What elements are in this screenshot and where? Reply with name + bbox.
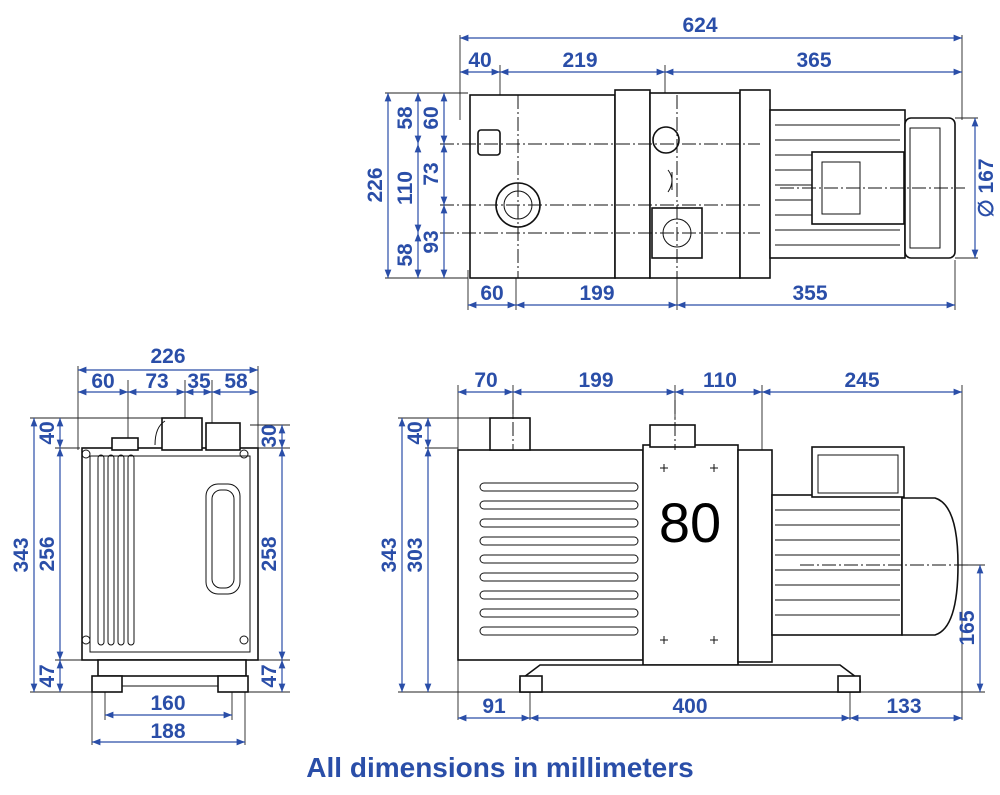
top-view: 624 40 219 365 60 199 355 226 58 110 58 …	[364, 14, 998, 310]
dim-end-right-3: 47	[258, 664, 281, 687]
dim-end-left-outer: 343	[10, 537, 33, 572]
side-inlet-flange	[489, 417, 531, 451]
dim-end-left-inner-1: 40	[36, 421, 59, 444]
dim-side-bottom-1: 91	[482, 695, 506, 718]
dim-end-top-1: 60	[91, 370, 114, 393]
dim-top-upper-2: 219	[562, 49, 597, 72]
side-view: 80	[378, 369, 985, 722]
dim-top-left-mid-2: 110	[394, 171, 417, 205]
dim-side-top-2: 199	[578, 369, 613, 392]
dim-end-bottom-inner: 160	[150, 692, 185, 715]
end-fins	[97, 454, 135, 646]
dim-side-top-3: 110	[703, 369, 737, 392]
dim-side-bottom-2: 400	[672, 695, 707, 718]
dim-end-top-3: 35	[187, 370, 211, 393]
dim-end-bottom-outer: 188	[150, 720, 185, 743]
dim-top-upper-3: 365	[796, 49, 831, 72]
side-exhaust-flange	[649, 424, 696, 448]
dim-top-left-inner-1: 60	[420, 106, 443, 129]
dim-side-bottom-3: 133	[886, 695, 921, 718]
dim-top-upper-1: 40	[468, 49, 491, 72]
dim-side-left-inner-2: 303	[404, 537, 427, 572]
dim-side-left-outer: 343	[378, 537, 401, 572]
dim-top-left-mid-3: 58	[394, 243, 417, 267]
end-inlet-flange	[161, 417, 203, 451]
dim-end-top-4: 58	[224, 370, 248, 393]
end-exhaust-flange	[205, 422, 241, 451]
model-badge: 80	[659, 491, 721, 554]
dim-end-left-inner-2: 256	[36, 536, 59, 571]
dim-end-width: 226	[150, 345, 185, 368]
dim-end-right-1: 30	[258, 424, 281, 447]
side-base	[519, 664, 861, 693]
dim-end-top-2: 73	[145, 370, 168, 393]
dim-top-left-inner-2: 73	[420, 162, 443, 185]
side-fan-cover	[901, 497, 959, 636]
dim-top-lower-1: 60	[480, 282, 503, 305]
dim-side-right: 165	[956, 610, 979, 645]
dim-top-left-inner-3: 93	[420, 230, 443, 253]
end-inlet-stub	[111, 437, 139, 451]
side-fins	[479, 482, 639, 636]
dim-side-top-4: 245	[844, 369, 879, 392]
end-view: 226 60 73 35 58 343 40 256 47 30 258 47 …	[10, 345, 290, 746]
dim-end-right-2: 258	[258, 536, 281, 571]
dim-top-lower-2: 199	[579, 282, 614, 305]
side-bearing-plate	[642, 444, 739, 666]
dim-side-left-inner-1: 40	[404, 421, 427, 444]
units-caption: All dimensions in millimeters	[306, 752, 694, 783]
dim-end-left-inner-3: 47	[36, 664, 59, 687]
end-body	[81, 447, 259, 661]
dim-top-lower-3: 355	[792, 282, 827, 305]
dim-top-diameter: ∅ 167	[975, 158, 998, 217]
dim-side-top-1: 70	[474, 369, 497, 392]
oil-fill-port	[652, 126, 680, 154]
dim-top-left-mid-1: 58	[394, 106, 417, 130]
dim-top-left-outer: 226	[364, 167, 387, 202]
side-motor	[771, 494, 903, 636]
dim-top-overall: 624	[682, 14, 717, 37]
side-motor-fins	[775, 509, 900, 616]
